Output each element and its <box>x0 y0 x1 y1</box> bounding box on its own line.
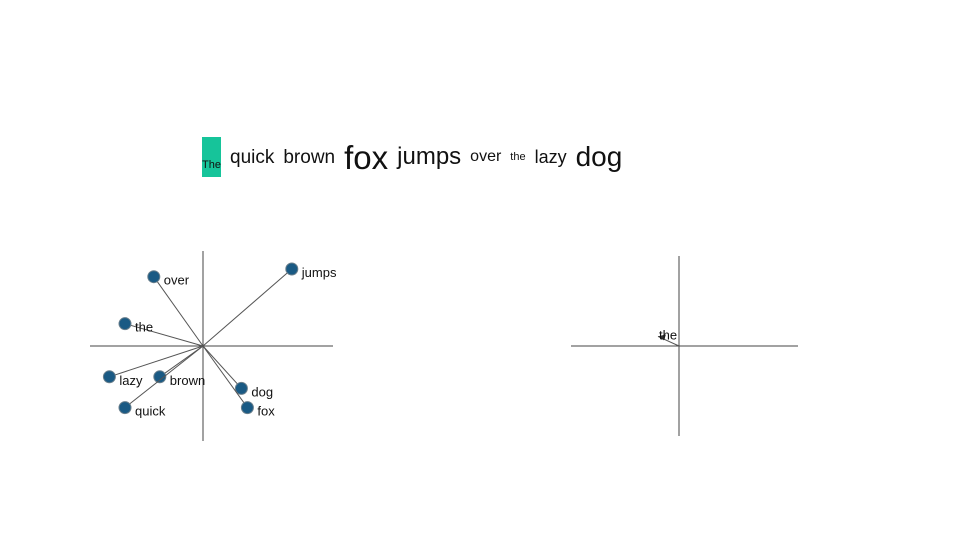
left-vector-point-dog <box>234 381 248 395</box>
sentence-word-1: quick <box>230 146 275 168</box>
left-vector-label-brown: brown <box>170 373 205 388</box>
left-vector-point-quick <box>118 401 132 415</box>
left-vector-label-quick: quick <box>135 404 166 419</box>
sentence-word-0: The <box>202 137 221 177</box>
left-vector-label-fox: fox <box>257 404 275 419</box>
left-vector-label-jumps: jumps <box>301 265 337 280</box>
left-vector-line-lazy <box>109 345 204 378</box>
left-vector-line-quick <box>124 345 204 408</box>
right-vector-label-the: the <box>659 327 677 342</box>
left-vector-label-lazy: lazy <box>119 373 143 388</box>
left-vector-line-the <box>124 323 204 347</box>
left-vector-point-jumps <box>285 262 299 276</box>
left-vector-line-fox <box>202 345 248 408</box>
sentence-word-6: the <box>510 150 526 163</box>
left-vector-line-over <box>153 276 204 347</box>
sentence-word-8: dog <box>575 141 623 172</box>
right-vector-arrow-the <box>658 334 666 341</box>
sentence-word-7: lazy <box>534 147 567 167</box>
left-vector-line-dog <box>202 345 242 389</box>
sentence-word-5: over <box>470 148 502 165</box>
left-vector-line-jumps <box>202 268 293 347</box>
left-vector-point-fox <box>240 401 254 415</box>
left-vector-label-over: over <box>164 273 190 288</box>
sentence-word-2: brown <box>283 146 336 168</box>
sentence-word-3: fox <box>344 138 389 176</box>
left-vector-point-the <box>118 317 132 331</box>
left-vector-point-over <box>147 270 161 284</box>
left-vector-label-the: the <box>135 320 153 335</box>
left-vector-point-lazy <box>102 370 116 384</box>
left-vector-point-brown <box>153 370 167 384</box>
left-vector-label-dog: dog <box>251 384 273 399</box>
sentence-word-4: jumps <box>397 143 462 170</box>
